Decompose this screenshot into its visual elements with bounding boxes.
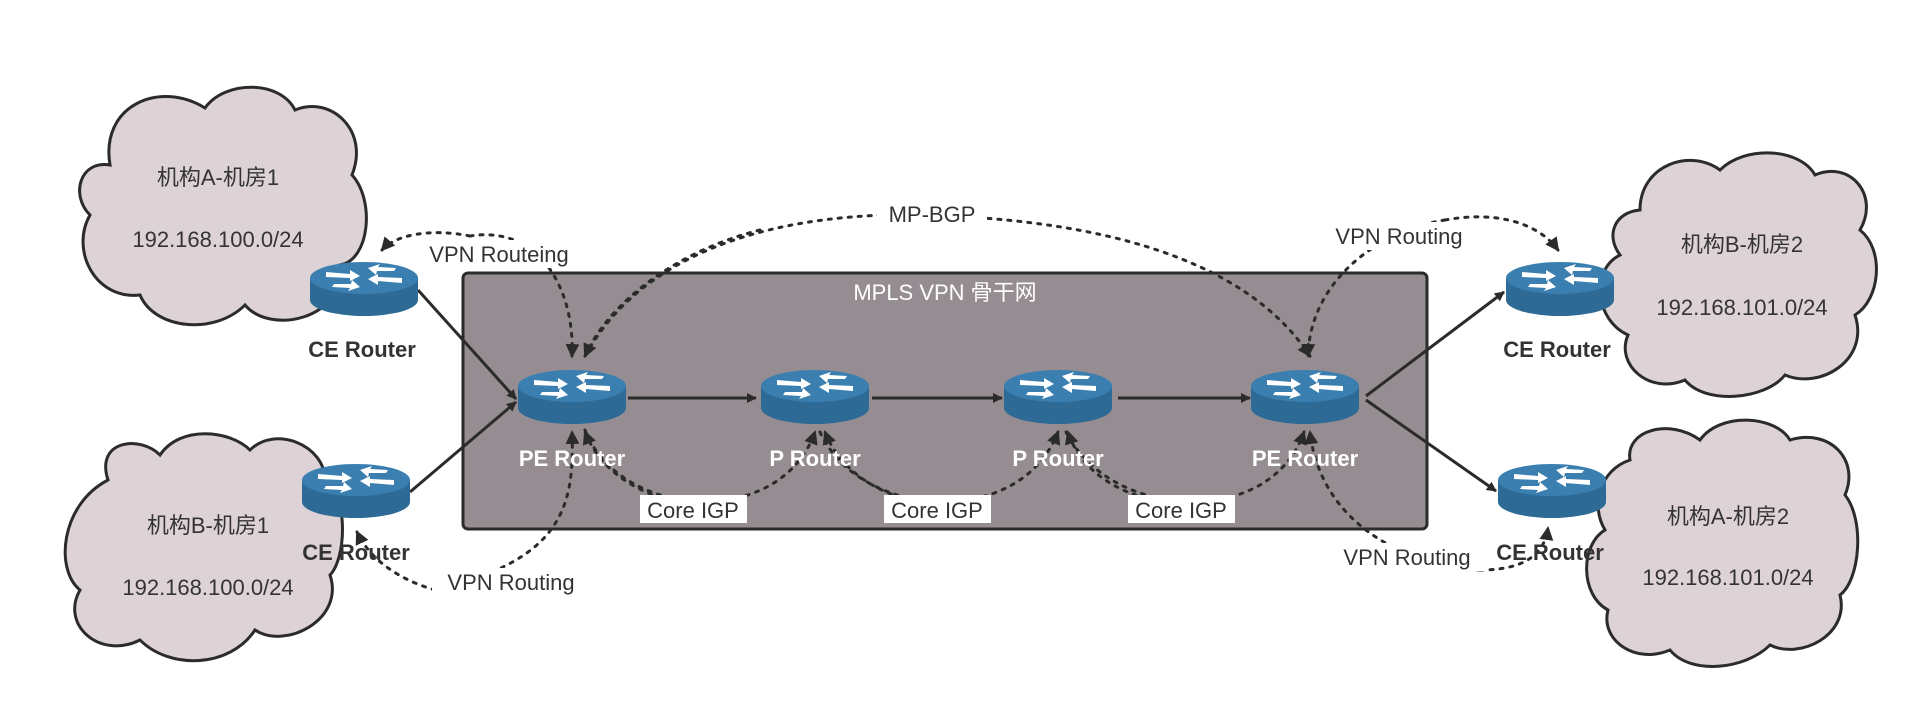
pe-router-right-icon[interactable]	[1251, 370, 1359, 424]
core-igp-arc-3	[1064, 430, 1307, 504]
site-b1-name: 机构B-机房1	[147, 513, 269, 538]
vpn-routing-top-left-ce	[380, 231, 472, 252]
vpn-routing-bottom-left	[355, 530, 437, 592]
link-ce-b1-to-pe-left	[409, 400, 517, 494]
vpn-routing-bottom-right-label: VPN Routing	[1343, 545, 1470, 570]
ce-router-a2-icon[interactable]	[1498, 464, 1606, 518]
backbone-title: MPLS VPN 骨干网	[853, 280, 1036, 305]
core-igp-label-1: Core IGP	[647, 498, 739, 523]
site-cloud-a2	[1585, 418, 1860, 668]
core-igp-arc-2	[818, 430, 1061, 504]
mp-bgp-label: MP-BGP	[889, 202, 976, 227]
vpn-routing-top-left-label: VPN Routeing	[429, 242, 568, 267]
mpls-backbone-box	[461, 271, 1429, 531]
pe-router-left-label: PE Router	[519, 446, 626, 471]
ce-router-b2-label: CE Router	[1503, 337, 1611, 362]
pe-router-left-icon[interactable]	[518, 370, 626, 424]
vpn-routing-top-right	[1301, 218, 1447, 358]
vpn-routing-top-right-label: VPN Routing	[1335, 224, 1462, 249]
pe-router-right-label: PE Router	[1252, 446, 1359, 471]
core-igp-label-2: Core IGP	[891, 498, 983, 523]
vpn-routing-bottom-right-ce	[1478, 526, 1554, 572]
site-b1-subnet: 192.168.100.0/24	[122, 575, 293, 600]
site-b2-subnet: 192.168.101.0/24	[1656, 295, 1827, 320]
core-igp-label-3: Core IGP	[1135, 498, 1227, 523]
site-a2-name: 机构A-机房2	[1667, 504, 1789, 529]
p-router-2-icon[interactable]	[1004, 370, 1112, 424]
link-pe-right-to-ce-a2	[1365, 398, 1497, 493]
site-a1-subnet: 192.168.100.0/24	[132, 227, 303, 252]
vpn-routing-bottom-left-label: VPN Routing	[447, 570, 574, 595]
mp-bgp-arc-left	[583, 228, 762, 358]
p-router-1-label: P Router	[769, 446, 861, 471]
site-cloud-b2	[1598, 151, 1878, 398]
ce-router-b1-label: CE Router	[302, 540, 410, 565]
link-ce-a1-to-pe-left	[416, 288, 518, 401]
site-a2-subnet: 192.168.101.0/24	[1642, 565, 1813, 590]
p-router-2-label: P Router	[1012, 446, 1104, 471]
ce-router-a1-icon[interactable]	[310, 262, 418, 316]
ce-router-a2-label: CE Router	[1496, 540, 1604, 565]
ce-router-a1-label: CE Router	[308, 337, 416, 362]
ce-router-b2-icon[interactable]	[1506, 262, 1614, 316]
p-router-1-icon[interactable]	[761, 370, 869, 424]
ce-router-b1-icon[interactable]	[302, 464, 410, 518]
vpn-routing-top-right-ce	[1443, 215, 1560, 252]
site-a1-name: 机构A-机房1	[157, 165, 279, 190]
link-pe-right-to-ce-b2	[1365, 290, 1505, 398]
site-cloud-b1	[63, 432, 344, 663]
site-b2-name: 机构B-机房2	[1681, 232, 1803, 257]
